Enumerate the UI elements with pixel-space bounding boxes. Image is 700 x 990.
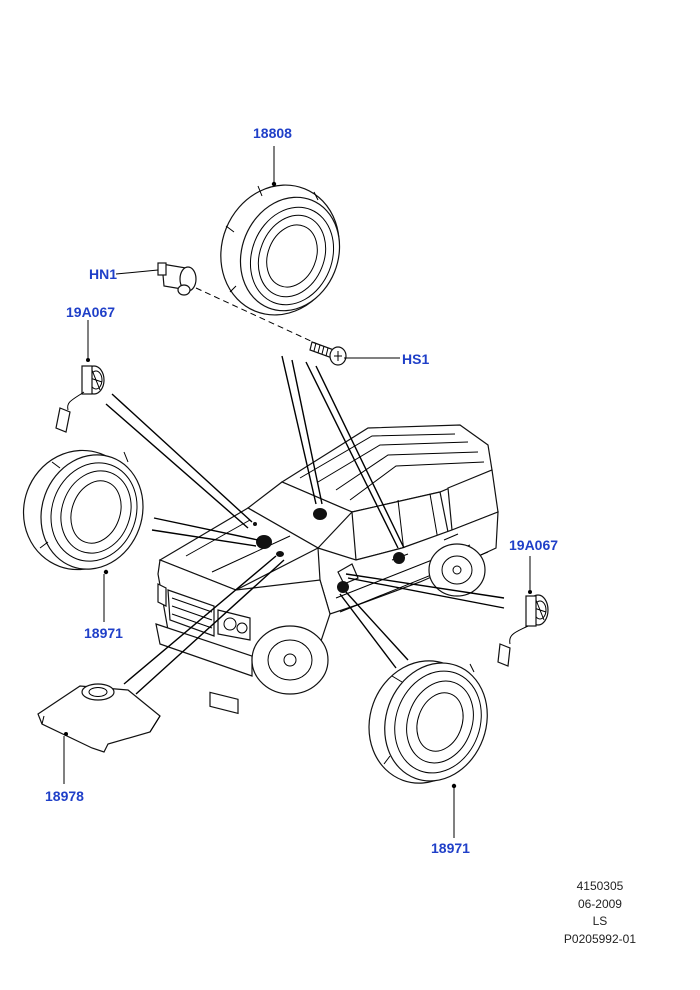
reference-number: 4150305 [576,879,624,893]
callout-19a067-right[interactable]: 19A067 [509,537,559,553]
leader-lines [105,355,505,695]
callout-hs1[interactable]: HS1 [402,351,430,367]
callout-hn1[interactable]: HN1 [89,266,118,282]
speaker-18808-icon[interactable] [201,167,358,333]
callout-18808[interactable]: 18808 [253,125,292,141]
connector-hn1-icon[interactable] [157,262,197,296]
callout-18971-right[interactable]: 18971 [431,840,470,856]
reference-part-ref: P0205992-01 [563,931,636,946]
tweeter-right-icon[interactable] [497,590,549,667]
callout-leaders [63,146,531,838]
speaker-18971-right-icon[interactable] [352,645,503,798]
grille-cover-18978-icon[interactable] [37,683,161,753]
callout-18978[interactable]: 18978 [45,788,84,804]
callout-18971-left[interactable]: 18971 [84,625,123,641]
speaker-18971-left-icon[interactable] [7,434,159,585]
screw-hs1-icon[interactable] [309,341,347,366]
tweeter-left-icon[interactable] [55,358,105,433]
reference-date: 06-2009 [577,896,622,911]
vehicle-icon [155,424,499,715]
reference-block: 4150305 06-2009 LS P0205992-01 [564,878,636,948]
reference-code: LS [592,914,608,928]
callout-19a067-left[interactable]: 19A067 [66,304,116,320]
